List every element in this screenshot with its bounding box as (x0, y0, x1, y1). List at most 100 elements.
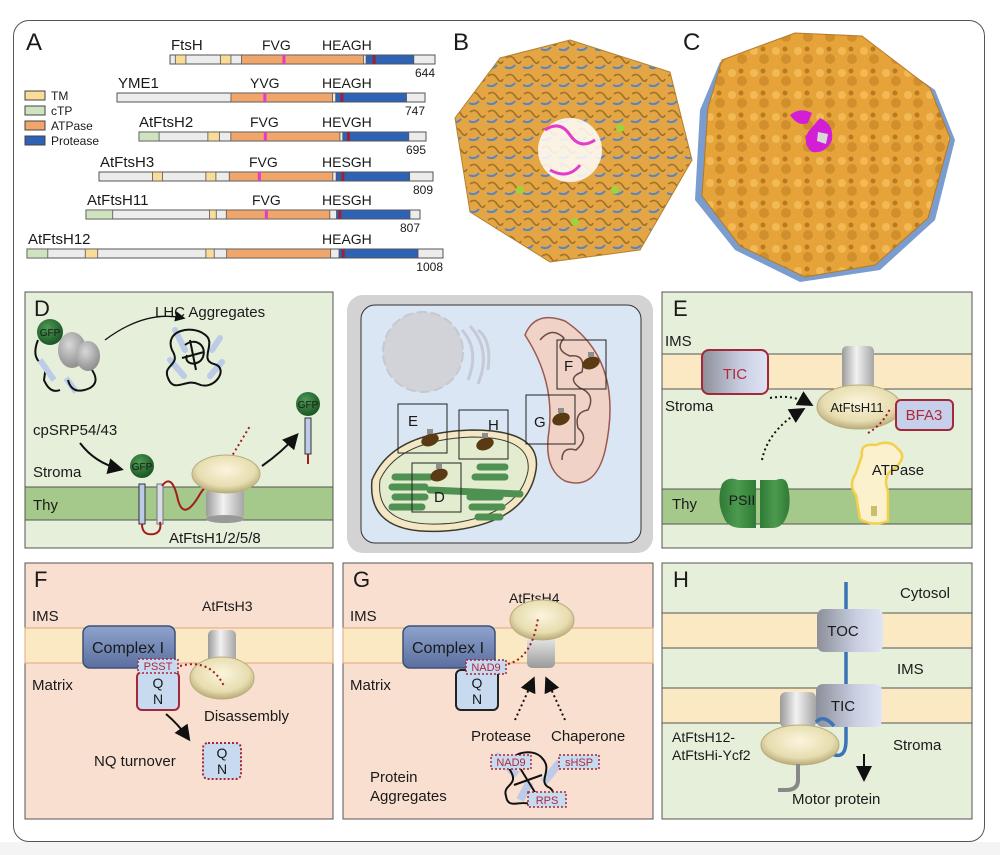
protease-label: Protease (471, 728, 531, 745)
atftsh1-2-5-8-label: AtFtsH1/2/5/8 (169, 530, 261, 547)
panel-c-letter: C (683, 29, 700, 56)
atftsh3-label: AtFtsH3 (202, 598, 253, 614)
svg-text:NAD9: NAD9 (471, 662, 500, 674)
inset-label: G (534, 414, 546, 431)
protein-length: 807 (400, 221, 420, 235)
domain-atpase (241, 54, 364, 65)
svg-text:BFA3: BFA3 (906, 407, 943, 424)
walker-motif-mark (263, 132, 267, 141)
motor-protein-label: Motor protein (792, 791, 880, 808)
legend-swatch (24, 135, 46, 146)
hexxh-motif-mark (341, 172, 345, 181)
panel-e-letter: E (673, 296, 688, 321)
psii-icon: PSII (719, 478, 790, 528)
protein-name: FtsH (171, 37, 203, 54)
walker-motif-mark (264, 210, 268, 219)
hexxh-motif-label: HEAGH (322, 37, 372, 53)
nad9-subunit: NAD9 (465, 659, 507, 675)
svg-text:Complex I: Complex I (412, 640, 484, 657)
hexxh-motif-mark (372, 55, 376, 64)
atpase-icon: ATPase (850, 441, 924, 525)
svg-text:RPS: RPS (536, 795, 559, 807)
domain-tm (205, 248, 215, 259)
domain-atpase (230, 131, 341, 142)
protein-name: AtFtsH2 (139, 114, 193, 131)
gfp-cpsrp-complex: GFP (34, 311, 186, 394)
protein-length: 644 (415, 66, 435, 80)
matrix-label: Matrix (32, 677, 73, 694)
tic-complex: TIC (816, 684, 882, 727)
panel-g: G IMS Matrix AtFtsH4 Complex I Q N NAD9 … (342, 562, 654, 820)
protein-bar-yme1: YME1 YVG HEAGH 747 (116, 75, 426, 118)
hexxh-motif-label: HEAGH (322, 75, 372, 91)
domain-atpase (230, 92, 334, 103)
domain-protease (365, 54, 415, 65)
legend-swatch (24, 120, 46, 131)
walker-motif-mark (263, 93, 267, 102)
panel-f-letter: F (34, 567, 47, 592)
stroma-label: Stroma (893, 737, 942, 754)
domain-ctp (138, 131, 160, 142)
bottom-strip (0, 842, 1000, 855)
legend-label: ATPase (51, 119, 93, 133)
domain-protease (342, 131, 410, 142)
nq-module: Q N (136, 671, 180, 711)
protein-aggregates-label-1: Protein (370, 769, 418, 786)
inset-box-d: D (411, 462, 462, 513)
domain-atpase (225, 209, 331, 220)
legend-item-tm: TM (24, 89, 68, 103)
nq-module: Q N (455, 669, 499, 711)
svg-text:GFP: GFP (132, 462, 153, 473)
disassembly-label: Disassembly (204, 708, 290, 725)
panel-c: C (683, 29, 955, 282)
domain-tm (209, 209, 217, 220)
domain-ctp (85, 209, 114, 220)
walker-motif-mark (257, 172, 261, 181)
hexxh-motif-label: HEAGH (322, 231, 372, 247)
hexxh-motif-mark (341, 249, 345, 258)
bfa3-label-box: BFA3 (895, 399, 954, 431)
stroma-label: Stroma (665, 398, 714, 415)
walker-motif-label: YVG (250, 75, 280, 91)
hexxh-motif-mark (338, 210, 342, 219)
svg-text:GFP: GFP (298, 400, 319, 411)
svg-text:TOC: TOC (827, 623, 859, 640)
inset-label: H (488, 417, 499, 434)
legend-item-atpase: ATPase (24, 119, 93, 133)
protein-length: 747 (405, 104, 425, 118)
nq-degraded: Q N (202, 742, 242, 780)
chaperone-label: Chaperone (551, 728, 625, 745)
svg-text:PSII: PSII (729, 492, 755, 508)
atftsh4-protease (509, 599, 575, 668)
svg-text:NAD9: NAD9 (496, 757, 525, 769)
hexxh-motif-label: HESGH (322, 154, 372, 170)
legend-label: TM (51, 89, 68, 103)
nq-turnover-label: NQ turnover (94, 753, 176, 770)
domain-atpase (226, 248, 332, 259)
walker-motif-label: FVG (249, 154, 278, 170)
domain-atpase (228, 171, 334, 182)
hexxh-motif-mark (340, 93, 344, 102)
rps-tag: RPS (527, 791, 567, 808)
complex-i: Complex I (402, 625, 496, 669)
svg-text:TIC: TIC (831, 698, 855, 715)
ims-label: IMS (897, 661, 924, 678)
legend-swatch (24, 90, 46, 101)
domain-protease (335, 92, 407, 103)
legend-label: Protease (51, 134, 99, 148)
inset-box-h: H (458, 409, 509, 460)
inset-box-g: G (525, 394, 576, 445)
ftsh-surface-structure (695, 32, 955, 282)
walker-motif-mark (282, 55, 286, 64)
panel-b-letter: B (453, 29, 469, 56)
inset-label: E (408, 413, 418, 430)
protein-name: YME1 (118, 75, 159, 92)
